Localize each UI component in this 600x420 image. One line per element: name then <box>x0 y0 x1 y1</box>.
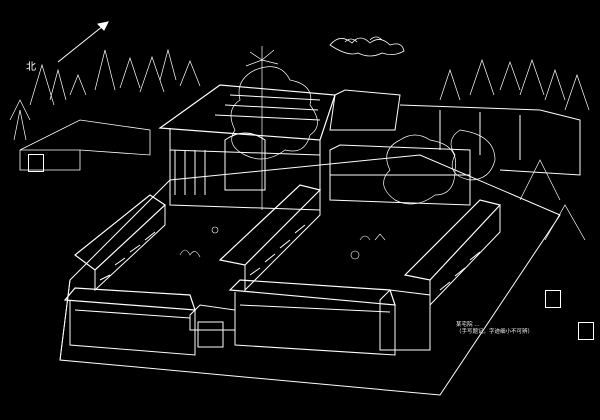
north-arrow-icon <box>57 21 109 63</box>
neighbor-house-left <box>19 119 151 171</box>
seal-stamp <box>578 322 594 340</box>
south-annex <box>379 289 431 351</box>
cloud-decoration <box>329 36 405 57</box>
east-wing <box>403 199 502 307</box>
main-hall <box>158 84 336 211</box>
west-wing <box>74 194 166 292</box>
background-trees <box>9 48 590 241</box>
middle-wing <box>218 184 322 292</box>
inner-gate <box>329 144 471 206</box>
east-trees <box>383 129 496 205</box>
south-building-right <box>228 279 396 356</box>
courtyard-plants <box>179 226 386 260</box>
south-gate <box>189 304 236 348</box>
handwritten-caption: 某宅院 … （手写题记，字迹细小不可辨） <box>456 322 534 335</box>
northeast-gate-house <box>329 89 581 176</box>
seal-stamp <box>545 290 561 308</box>
south-building-left <box>63 287 196 356</box>
outer-wall <box>59 154 561 396</box>
north-label: 北 <box>26 62 36 73</box>
seal-stamp <box>28 154 44 172</box>
central-tree <box>230 46 318 210</box>
